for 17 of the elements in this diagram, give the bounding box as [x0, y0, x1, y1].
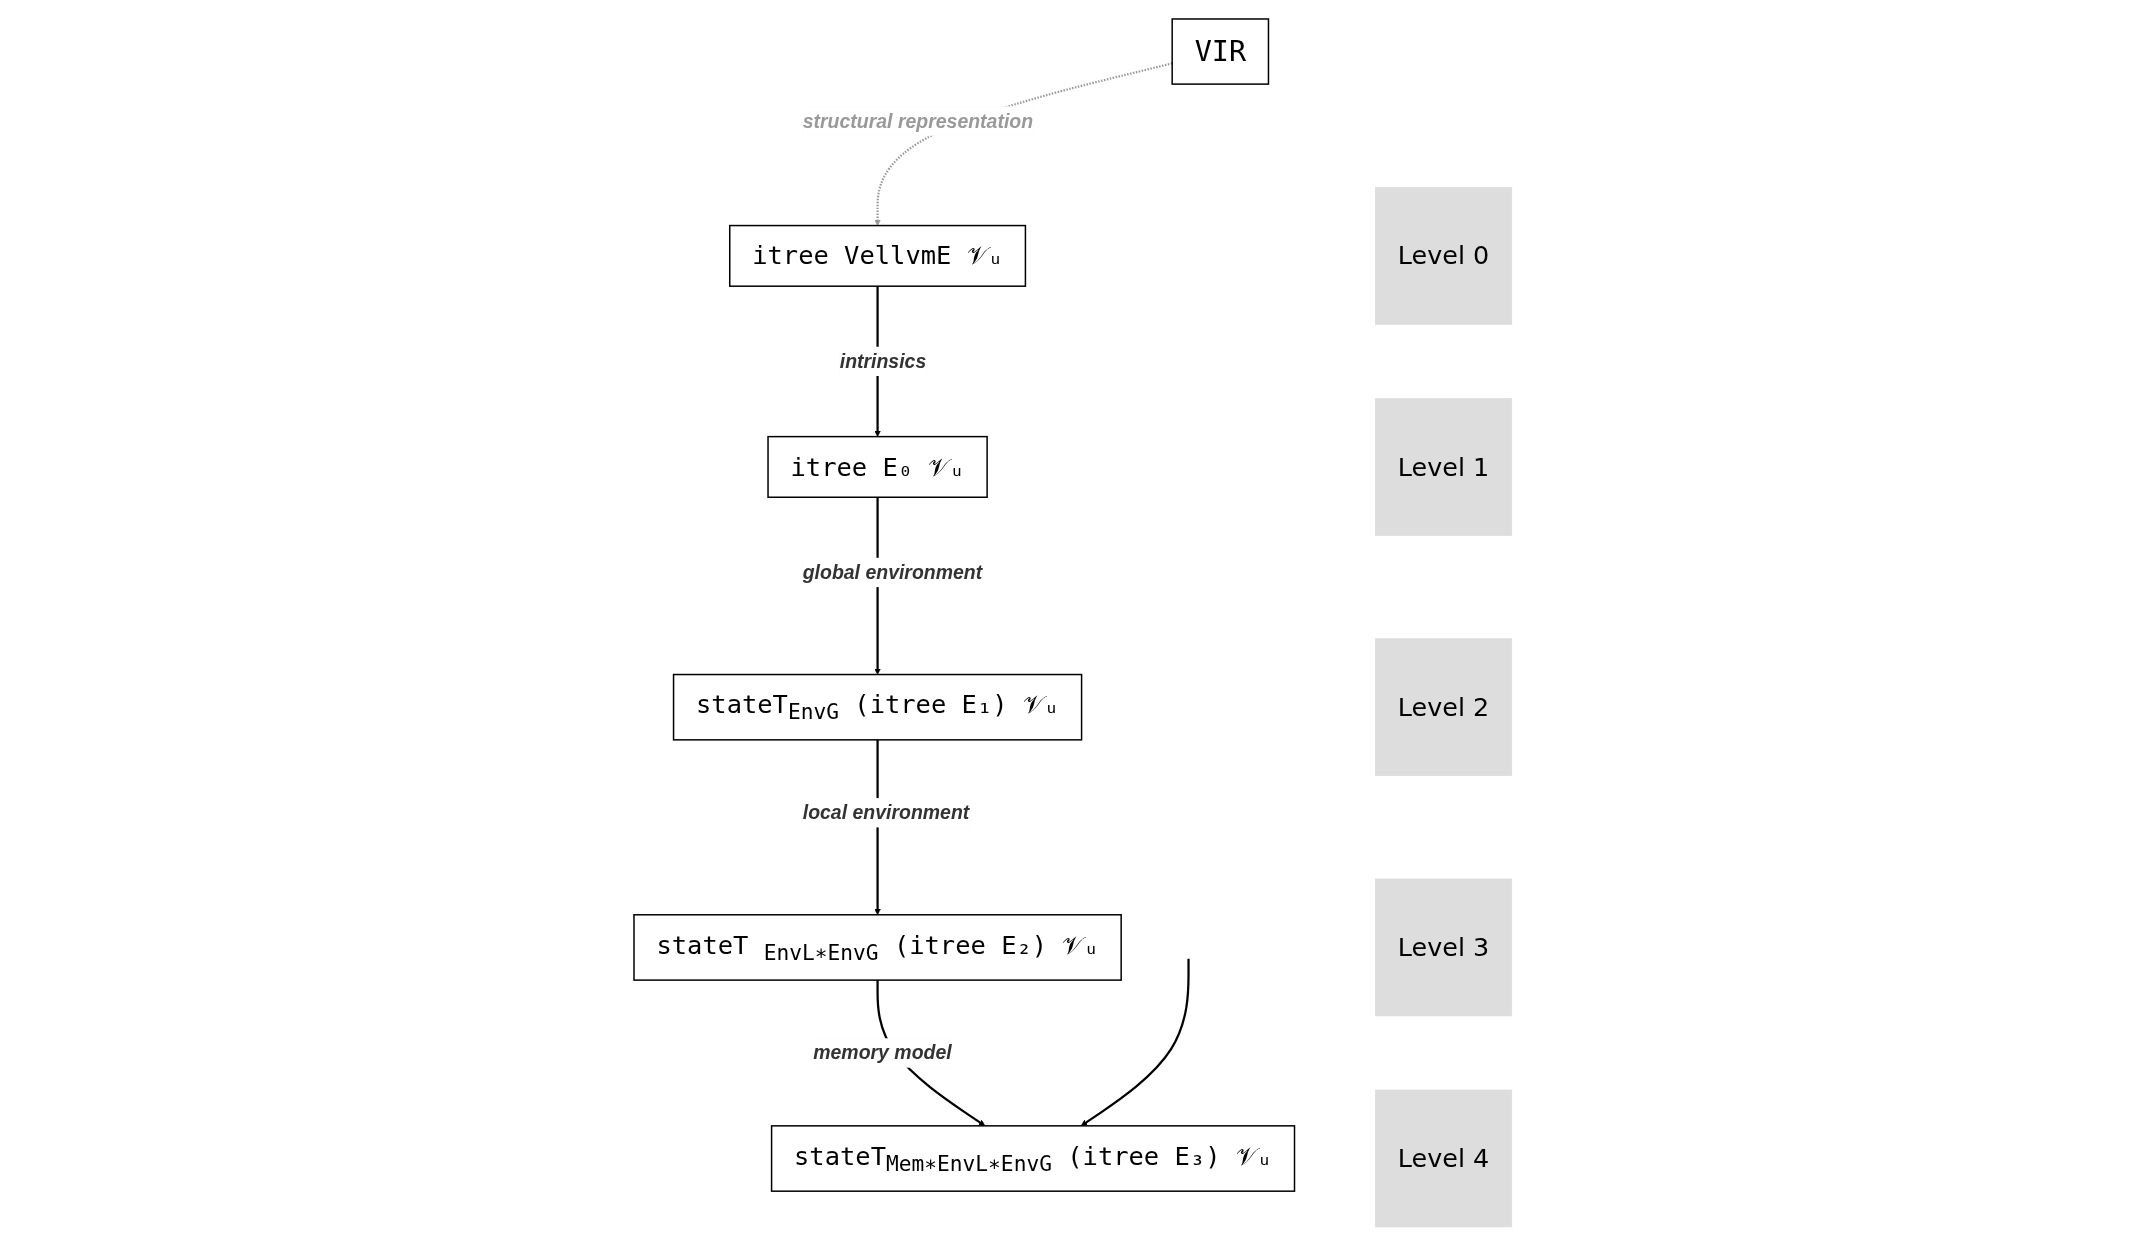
edge-label: structural representation: [802, 109, 1034, 132]
edge-label: global environment: [802, 560, 983, 584]
node-box: stateT $_{EnvL∗EnvG}$ (itree E₂) 𝒱ᵤ: [633, 914, 1123, 981]
node-box: itree E₀ 𝒱ᵤ: [767, 435, 988, 498]
node-box: Level 3: [1375, 878, 1513, 1017]
edge-label: memory model: [813, 1041, 952, 1064]
node-box: Level 4: [1375, 1089, 1513, 1228]
edge-label: intrinsics: [839, 349, 927, 373]
node-box: Level 1: [1375, 398, 1513, 536]
node-box: stateT$_{EnvG}$ (itree E₁) 𝒱ᵤ: [672, 673, 1083, 741]
node-box: VIR: [1171, 18, 1270, 85]
node-box: stateT$_{Mem∗EnvL∗EnvG}$ (itree E₃) 𝒱ᵤ: [770, 1125, 1296, 1192]
node-box: Level 2: [1375, 638, 1513, 777]
arrow: [1081, 958, 1190, 1127]
node-box: itree VellvmE 𝒱ᵤ: [729, 224, 1027, 287]
edge-label: local environment: [802, 801, 970, 824]
node-box: Level 0: [1375, 187, 1513, 325]
